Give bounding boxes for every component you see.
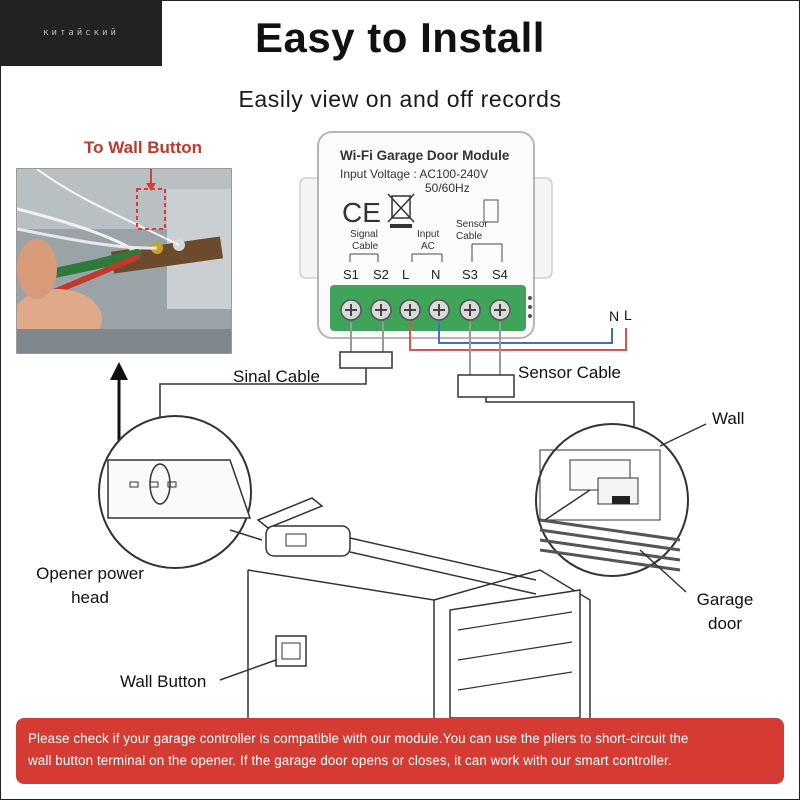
page-title: Easy to Install	[255, 14, 545, 61]
weee-bin-icon	[387, 193, 415, 228]
garage-door-label: Garage door	[690, 590, 760, 634]
sensor-cable-label: Sensor Cable	[518, 363, 622, 382]
terminal-screw-s1	[340, 299, 362, 321]
terminal-screw-s3	[459, 299, 481, 321]
opener-head-label: Opener power head	[30, 564, 150, 608]
wiring-photo	[16, 168, 232, 354]
terminal-screw-n	[428, 299, 450, 321]
signal-label-1: Signal	[350, 229, 378, 240]
wires: N L	[153, 307, 635, 520]
signal-cable-label: Sinal Cable	[233, 367, 320, 386]
opener-detail-circle	[98, 415, 263, 569]
terminal-screw-s2	[370, 299, 392, 321]
wall-button-label: Wall Button	[120, 672, 207, 691]
input-label-2: AC	[421, 241, 435, 252]
terminal-label-n: N	[431, 267, 440, 282]
terminal-label-s3: S3	[462, 267, 478, 282]
terminal-screw-l	[399, 299, 421, 321]
ce-mark: CE	[342, 197, 381, 228]
signal-label-2: Cable	[352, 241, 379, 252]
power-l-label: L	[624, 307, 632, 323]
input-label-1: Input	[417, 229, 439, 240]
module-name-text: Wi-Fi Garage Door Module	[340, 148, 510, 163]
sensor-label-2: Cable	[456, 231, 483, 242]
photo-caption: To Wall Button	[84, 138, 203, 157]
garage-door-line2: door	[707, 614, 743, 633]
power-n-label: N	[609, 308, 619, 324]
terminal-label-l: L	[402, 267, 409, 282]
opener-head-line1: Opener power	[36, 564, 144, 583]
terminal-screw-s4	[489, 299, 511, 321]
watermark: китайский	[0, 0, 162, 66]
terminal-label-s1: S1	[343, 267, 359, 282]
terminal-label-s2: S2	[373, 267, 389, 282]
terminal-label-s4: S4	[492, 267, 508, 282]
compatibility-notice: Please check if your garage controller i…	[16, 718, 784, 784]
up-arrow	[110, 362, 128, 450]
garage-door-line1: Garage	[696, 590, 754, 609]
terminal-labels: S1 S2 L N S3 S4	[343, 267, 508, 282]
module-voltage-text: Input Voltage : AC100-240V	[340, 167, 488, 181]
garage-illustration	[219, 497, 591, 719]
notice-line-1: Please check if your garage controller i…	[28, 731, 689, 746]
page-subtitle: Easily view on and off records	[238, 86, 562, 112]
module-device: Wi-Fi Garage Door Module Input Voltage :…	[299, 131, 553, 339]
terminal-screws	[340, 299, 511, 321]
sensor-detail-circle	[535, 423, 707, 593]
notice-line-2: wall button terminal on the opener. If t…	[28, 753, 672, 768]
opener-head-line2: head	[71, 588, 109, 607]
module-frequency-text: 50/60Hz	[425, 181, 470, 195]
wall-label: Wall	[712, 409, 745, 428]
sensor-label-1: Sensor	[456, 219, 488, 230]
